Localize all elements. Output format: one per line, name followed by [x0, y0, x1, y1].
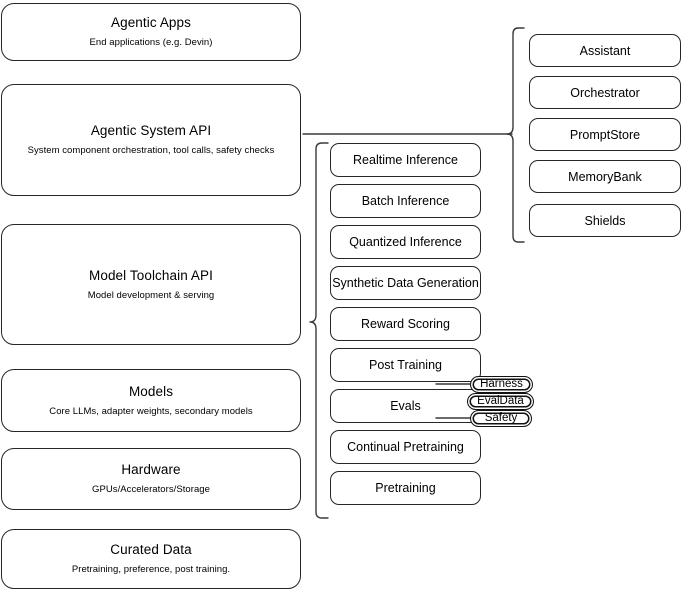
layer-models[interactable]: Models Core LLMs, adapter weights, secon… — [1, 369, 301, 432]
layer-agentic-apps[interactable]: Agentic Apps End applications (e.g. Devi… — [1, 3, 301, 61]
layer-title: Hardware — [121, 462, 181, 478]
layer-subtitle: End applications (e.g. Devin) — [89, 37, 213, 48]
layer-title: Agentic Apps — [110, 15, 191, 31]
pill-label: Harness — [480, 378, 523, 390]
layer-hardware[interactable]: Hardware GPUs/Accelerators/Storage — [1, 448, 301, 510]
chip-label: Batch Inference — [361, 194, 450, 208]
toolchain-item-post-training[interactable]: Post Training — [330, 348, 481, 382]
pill-label: Safety — [484, 412, 518, 424]
chip-label: Shields — [584, 213, 626, 228]
layer-model-toolchain-api[interactable]: Model Toolchain API Model development & … — [1, 224, 301, 345]
system-item-orchestrator[interactable]: Orchestrator — [529, 76, 681, 109]
toolchain-item-reward-scoring[interactable]: Reward Scoring — [330, 307, 481, 341]
pill-label: EvalData — [477, 395, 524, 407]
chip-label: Quantized Inference — [349, 235, 462, 249]
layer-title: Agentic System API — [90, 123, 212, 139]
system-item-promptstore[interactable]: PromptStore — [529, 118, 681, 151]
eval-badge-safety[interactable]: Safety — [470, 410, 532, 427]
chip-label: Evals — [390, 399, 421, 413]
system-item-memorybank[interactable]: MemoryBank — [529, 160, 681, 193]
brace-toolchain-components — [309, 142, 329, 519]
layer-title: Curated Data — [110, 542, 192, 558]
layer-agentic-system-api[interactable]: Agentic System API System component orch… — [1, 84, 301, 196]
layer-subtitle: Pretraining, preference, post training. — [71, 564, 231, 575]
chip-label: MemoryBank — [568, 169, 642, 184]
layer-title: Model Toolchain API — [89, 267, 213, 283]
system-item-shields[interactable]: Shields — [529, 204, 681, 237]
toolchain-item-evals[interactable]: Evals — [330, 389, 481, 423]
layer-title: Models — [128, 383, 174, 399]
chip-label: Pretraining — [375, 481, 436, 495]
brace-system-components — [506, 27, 525, 243]
toolchain-item-pretraining[interactable]: Pretraining — [330, 471, 481, 505]
layer-subtitle: System component orchestration, tool cal… — [27, 145, 275, 156]
chip-label: Reward Scoring — [361, 317, 450, 331]
toolchain-item-synthetic-data-generation[interactable]: Synthetic Data Generation — [330, 266, 481, 300]
chip-label: Post Training — [369, 358, 442, 372]
layer-subtitle: GPUs/Accelerators/Storage — [92, 484, 210, 495]
chip-label: PromptStore — [569, 127, 641, 142]
layer-curated-data[interactable]: Curated Data Pretraining, preference, po… — [1, 529, 301, 589]
chip-label: Realtime Inference — [353, 153, 458, 167]
chip-label: Assistant — [579, 43, 631, 58]
toolchain-item-quantized-inference[interactable]: Quantized Inference — [330, 225, 481, 259]
chip-label: Continual Pretraining — [347, 440, 464, 454]
layer-subtitle: Core LLMs, adapter weights, secondary mo… — [49, 405, 253, 417]
eval-badge-harness[interactable]: Harness — [470, 376, 533, 393]
toolchain-item-realtime-inference[interactable]: Realtime Inference — [330, 143, 481, 177]
chip-label: Orchestrator — [570, 85, 640, 100]
layer-subtitle: Model development & serving — [87, 289, 215, 301]
system-item-assistant[interactable]: Assistant — [529, 34, 681, 67]
toolchain-item-batch-inference[interactable]: Batch Inference — [330, 184, 481, 218]
chip-label: Synthetic Data Generation — [332, 276, 479, 290]
toolchain-item-continual-pretraining[interactable]: Continual Pretraining — [330, 430, 481, 464]
eval-badge-evaldata[interactable]: EvalData — [467, 393, 534, 410]
